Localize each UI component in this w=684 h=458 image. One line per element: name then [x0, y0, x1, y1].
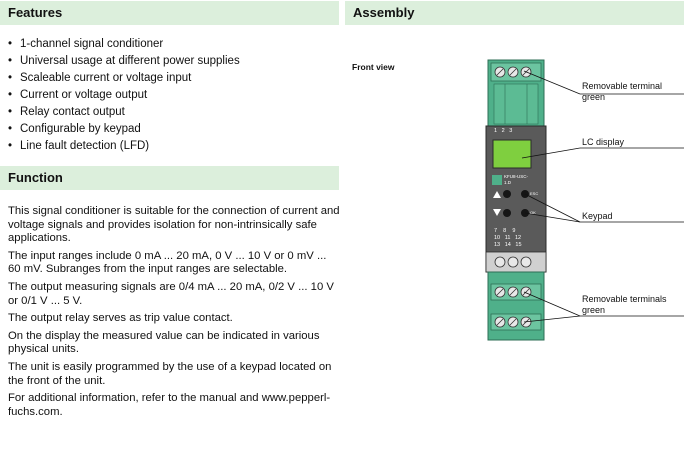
feature-item: Scaleable current or voltage input: [8, 70, 240, 87]
keypad-button: [503, 209, 511, 217]
function-paragraph: The input ranges include 0 mA ... 20 mA,…: [8, 249, 327, 276]
device-ok-label: OK: [530, 210, 536, 215]
feature-item: Current or voltage output: [8, 87, 240, 104]
screw-icon: [507, 256, 519, 268]
device-terminal-row2: 10 11 12: [494, 235, 522, 241]
device-esc-label: ESC: [530, 191, 539, 196]
front-view-label: Front view: [352, 62, 395, 72]
callout-line-keypad: [524, 193, 581, 223]
function-paragraph: This signal conditioner is suitable for …: [8, 205, 340, 245]
keypad-button: [521, 209, 529, 217]
device-model-line2: 1.D: [504, 180, 512, 185]
middle-terminal-strip: [485, 251, 547, 273]
callout-terminal-top-line2: green: [582, 92, 606, 102]
device-terminal-row3: 13 14 15: [494, 242, 522, 248]
arrow-down-key-icon: [493, 209, 501, 216]
function-paragraph: The output measuring signals are 0/4 mA …: [8, 280, 334, 307]
callout-terminal-top-line1: Removable terminal: [582, 81, 663, 91]
function-paragraph: On the display the measured value can be…: [8, 329, 320, 356]
feature-item: Relay contact output: [8, 104, 240, 121]
feature-item: 1-channel signal conditioner: [8, 36, 240, 53]
callout-line-terminals-bottom: [523, 291, 581, 317]
features-list: 1-channel signal conditioner Universal u…: [8, 36, 240, 155]
function-header: Function: [0, 166, 339, 190]
assembly-header: Assembly: [345, 1, 684, 25]
callout-line-terminal-top: [523, 70, 581, 95]
device-model-line1: KFU8-USC-: [504, 174, 529, 179]
callout-lc-display: LC display: [582, 137, 625, 147]
callout-terminals-bottom: Removable terminals green: [582, 294, 667, 316]
feature-item: Line fault detection (LFD): [8, 138, 240, 155]
callout-line-terminals-bottom: [523, 315, 581, 323]
callout-terminal-top: Removable terminal green: [582, 81, 662, 103]
top-terminal-block: [487, 59, 545, 133]
callout-terminals-bottom-line2: green: [582, 305, 606, 315]
feature-item: Configurable by keypad: [8, 121, 240, 138]
features-header: Features: [0, 1, 339, 25]
device-top-terminal-numbers: 1 2 3: [494, 128, 513, 134]
arrow-up-key-icon: [493, 191, 501, 198]
function-paragraph: The unit is easily programmed by the use…: [8, 360, 332, 387]
feature-item: Universal usage at different power suppl…: [8, 53, 240, 70]
brand-logo: [492, 175, 502, 185]
function-paragraph: For additional information, refer to the…: [8, 392, 331, 418]
features-title: Features: [8, 5, 63, 20]
callout-keypad: Keypad: [582, 211, 613, 221]
function-title: Function: [8, 170, 63, 185]
callout-terminals-bottom-line1: Removable terminals: [582, 294, 667, 304]
function-body: This signal conditioner is suitable for …: [8, 205, 340, 423]
lcd-screen: [492, 139, 532, 169]
function-paragraph: The output relay serves as trip value co…: [8, 312, 233, 325]
callout-line-lcd: [521, 147, 581, 159]
screw-icon: [494, 256, 506, 268]
keypad-button: [503, 190, 511, 198]
device-terminal-row1: 7 8 9: [494, 228, 516, 234]
screw-icon: [520, 256, 532, 268]
assembly-title: Assembly: [353, 5, 415, 20]
bottom-terminal-block: [487, 271, 545, 341]
device-body: [485, 125, 547, 273]
keypad-button: [521, 190, 529, 198]
